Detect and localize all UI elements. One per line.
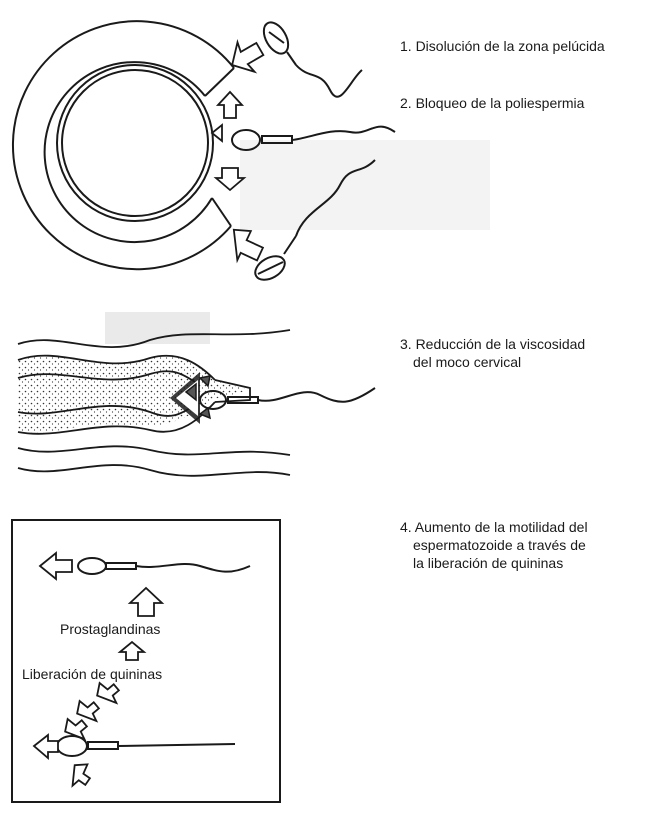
label-step3-line1: 3. Reducción de la viscosidad [400,336,586,352]
scan-smudge [105,312,210,344]
inset-frame [11,519,281,803]
label-step3-line2: del moco cervical [413,354,522,370]
label-step4-line3: la liberación de quininas [413,555,564,571]
sperm-icon [231,21,396,281]
label-step2: 2. Bloqueo de la poliespermia [400,95,585,111]
inset-label-prostaglandins: Prostaglandinas [60,621,161,637]
cervical-mucus-icon [17,329,376,477]
label-step1: 1. Disolución de la zona pelúcida [400,38,605,54]
arrow-icon [210,39,265,264]
scan-smudge [240,140,490,230]
label-step4-line2: espermatozoide a través de [413,537,586,553]
arrow-icon [32,551,165,788]
ovum-icon [11,20,235,271]
label-step4-line1: 4. Aumento de la motilidad del [400,519,588,535]
inset-label-kinin-release: Liberación de quininas [22,666,163,682]
